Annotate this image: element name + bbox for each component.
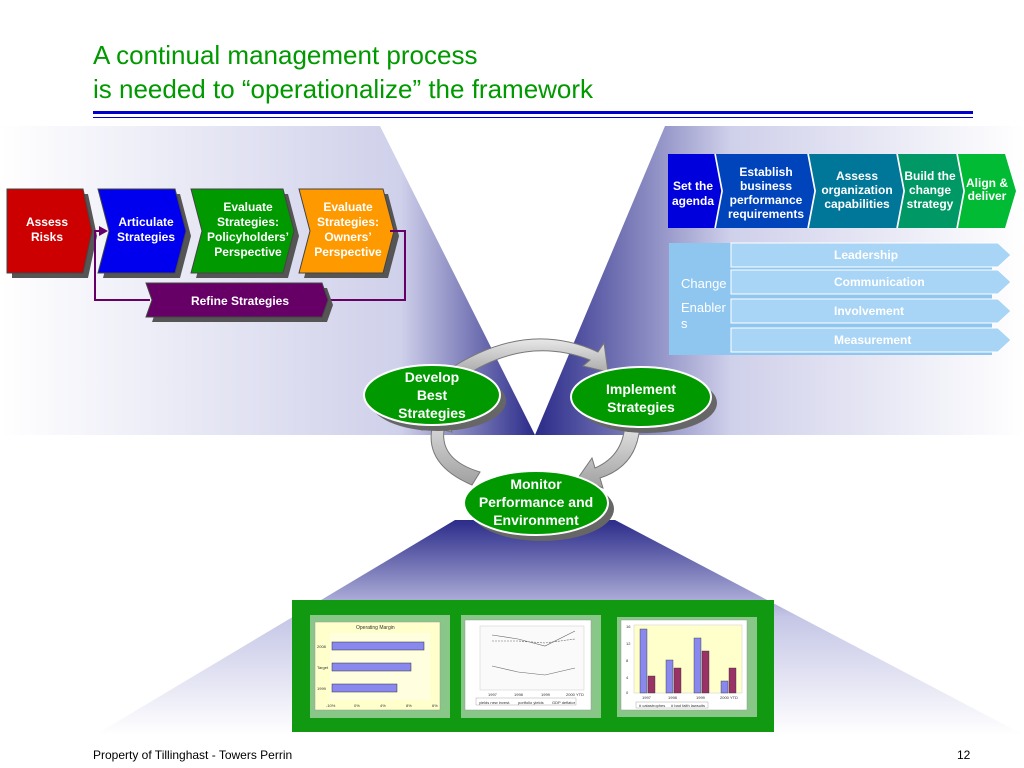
chart3-legend-2: # bad faith lawsuits <box>671 703 706 708</box>
step-set-agenda: Set the agenda <box>671 179 714 208</box>
chevron-build <box>898 154 964 228</box>
right-chevrons <box>668 153 1016 229</box>
cycle-implement-strategies: Implement Strategies <box>605 381 676 415</box>
chevron-set-agenda <box>668 154 722 228</box>
step-assess-capabilities: Assess organization capabilities <box>821 169 893 211</box>
chart1-tick-5: 6% <box>432 703 438 708</box>
chart1-tick-2: 0% <box>354 703 360 708</box>
page-title: A continual management process is needed… <box>93 38 593 106</box>
left-chevrons <box>6 188 395 274</box>
chart2-legend-3: GDP deflator <box>552 700 576 705</box>
chart1-tick-1: -10% <box>326 703 336 708</box>
enabler-measurement: Measurement <box>834 333 912 347</box>
feedback-loop-line <box>330 230 406 301</box>
chevron-assess-risks <box>6 188 93 274</box>
cycle-monitor-performance: Monitor Performance and Environment <box>478 476 594 528</box>
step-articulate-strategies: Articulate Strategies <box>116 215 176 244</box>
chart3-xtick-3: 1999 <box>696 695 705 700</box>
oval-develop <box>363 364 501 426</box>
chart2-line-3 <box>491 665 576 676</box>
chart3-ytick-2: 12 <box>626 641 631 646</box>
title-rule-thin <box>93 117 973 118</box>
enabler-bands <box>730 242 1012 353</box>
feedback-arrowhead <box>99 226 108 236</box>
chart2-xtick-3: 1999 <box>541 692 550 697</box>
feedback-loop-return <box>94 230 150 301</box>
chevron-owners <box>298 188 395 274</box>
chart2-xtick-2: 1998 <box>514 692 523 697</box>
oval-monitor <box>463 470 609 536</box>
chart3-xtick-1: 1997 <box>642 695 651 700</box>
chart1-category-2: Target <box>317 665 329 670</box>
step-establish-requirements: Establish business performance requireme… <box>727 165 805 221</box>
title-line-1: A continual management process <box>93 40 478 70</box>
step-refine-strategies: Refine Strategies <box>190 294 290 308</box>
title-line-2: is needed to “operationalize” the framew… <box>93 74 594 104</box>
chart1-bar-1 <box>331 641 425 651</box>
title-rule <box>93 111 973 114</box>
enabler-involvement: Involvement <box>834 304 905 318</box>
step-build-change-strategy: Build the change strategy <box>904 169 956 211</box>
step-evaluate-policyholders: Evaluate Strategies: Policyholders’ Pers… <box>206 200 290 259</box>
chart1-tick-3: 4% <box>380 703 386 708</box>
enabler-leadership: Leadership <box>834 248 899 262</box>
chart1-tick-4: 8% <box>406 703 412 708</box>
chart3-xtick-2: 1998 <box>668 695 677 700</box>
chevron-align <box>958 154 1016 228</box>
change-enablers-line-2: Enabler <box>681 300 726 315</box>
chart3-ytick-1: 16 <box>626 624 631 629</box>
step-align-deliver: Align & deliver <box>966 176 1008 203</box>
page-number: 12 <box>957 748 971 762</box>
chart3-ytick-5: 0 <box>626 690 629 695</box>
chart2-line-1 <box>491 630 576 647</box>
chart3-legend-1: # catastrophes <box>639 703 666 708</box>
chart1-bar-3 <box>331 683 398 693</box>
cycle-develop-strategies: Develop Best Strategies <box>398 369 466 421</box>
chevron-policyholders <box>190 188 295 274</box>
chart2-line-2 <box>492 638 576 644</box>
change-enablers-label: Change Enabler s <box>681 274 733 334</box>
chart3-bars <box>639 628 737 694</box>
chart1-bar-2 <box>331 662 412 672</box>
change-enablers-line-3: s <box>681 316 688 331</box>
chart2-legend-2: portfolio yields <box>518 700 544 705</box>
chart1-category-1: 2008 <box>317 644 326 649</box>
chart3-ytick-3: 8 <box>626 658 629 663</box>
chart2-xtick-4: 2000 YTD <box>566 692 584 697</box>
footer-text: Property of Tillinghast - Towers Perrin <box>93 748 293 762</box>
chart1-category-3: 1999 <box>317 686 326 691</box>
enabler-communication: Communication <box>834 275 925 289</box>
chart3-xtick-4: 2000 YTD <box>720 695 738 700</box>
change-enablers-line-1: Change <box>681 276 727 291</box>
refine-strategies-chevron <box>145 282 329 318</box>
chart3-ytick-4: 4 <box>626 675 629 680</box>
chevron-establish <box>716 154 815 228</box>
step-evaluate-owners: Evaluate Strategies: Owners’ Perspective <box>314 200 382 259</box>
chevron-assess-org <box>809 154 904 228</box>
chart2-legend-1: yields new invest. <box>479 700 511 705</box>
oval-implement <box>570 366 712 428</box>
chevron-articulate <box>97 188 187 274</box>
chart2-xtick-1: 1997 <box>488 692 497 697</box>
chart1-title: Operating Margin <box>356 625 395 631</box>
step-assess-risks: Assess Risks <box>25 215 69 244</box>
cycle-arrow-top <box>443 338 609 379</box>
